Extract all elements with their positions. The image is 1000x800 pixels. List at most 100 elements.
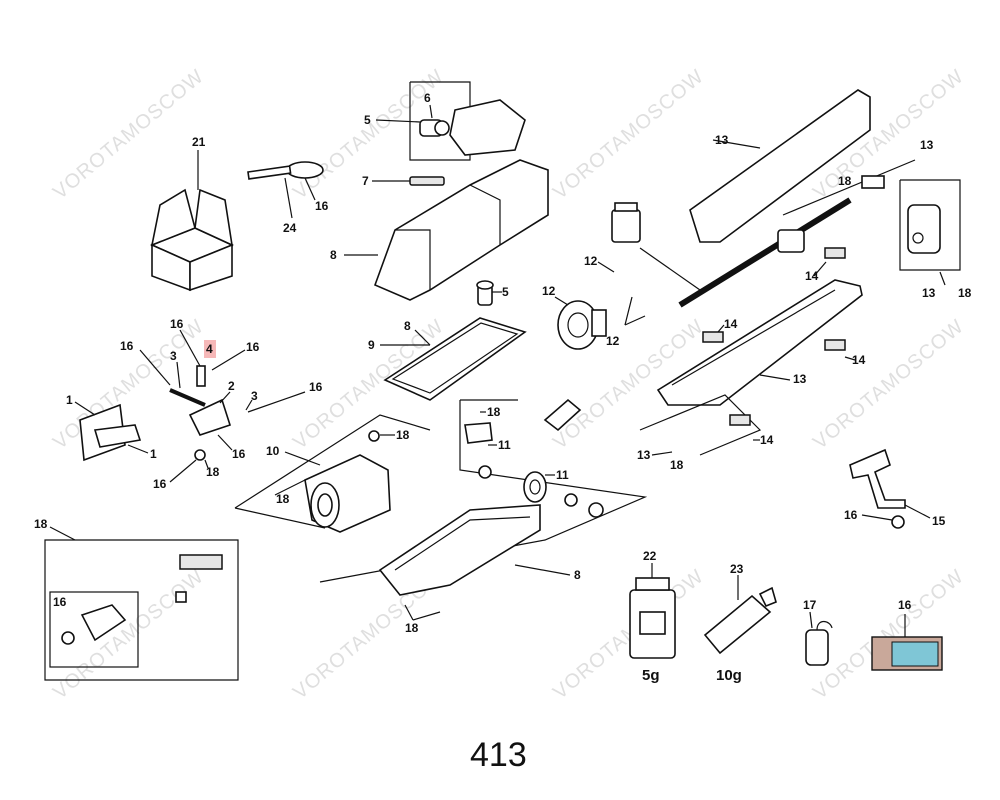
callout-18: 18 [838, 174, 852, 188]
callout-1: 1 [66, 393, 73, 407]
part-8-main-cover [373, 159, 549, 301]
callout-14: 14 [805, 269, 819, 283]
callout-18: 18 [396, 428, 410, 442]
callout-18: 18 [276, 492, 290, 506]
callout-13: 13 [715, 133, 729, 147]
callout-16: 16 [53, 595, 67, 609]
callout-22: 22 [643, 549, 657, 563]
callout-10: 10 [266, 444, 280, 458]
plate-line-10 [234, 414, 431, 509]
callout-18: 18 [958, 286, 972, 300]
washer [891, 515, 905, 529]
grease-tube-qty: 10g [716, 667, 742, 684]
part-9-gasket [383, 317, 527, 401]
callout-24: 24 [283, 221, 297, 235]
callout-14: 14 [852, 353, 866, 367]
callout-13: 13 [793, 372, 807, 386]
bearing [478, 465, 492, 479]
part-13-end-cap [907, 204, 941, 254]
part-8-base-housing [378, 504, 541, 596]
watermark: VOROTAMOSCOW VOROTAMOSCOW VOROTAMOSCOW V… [49, 65, 968, 704]
callout-16: 16 [232, 447, 246, 461]
part-10-motor [304, 454, 391, 533]
bearing [564, 493, 578, 507]
part-11-gear [523, 471, 547, 503]
part-15-front-bracket [849, 448, 906, 509]
callout-13: 13 [637, 448, 651, 462]
part-4-bolt [196, 365, 206, 387]
part-18-bracket [861, 175, 885, 189]
part-5-release-cover [449, 99, 526, 156]
callout-13: 13 [920, 138, 934, 152]
part-16-junction-box [61, 604, 127, 645]
screw [368, 430, 380, 442]
callout-16: 16 [844, 508, 858, 522]
callout-6: 6 [424, 91, 431, 105]
part-14-block [824, 247, 846, 259]
bearing [588, 502, 604, 518]
callout-2: 2 [228, 379, 235, 393]
callout-15: 15 [932, 514, 946, 528]
part-1-rear-bracket [79, 403, 142, 462]
callout-16: 16 [898, 598, 912, 612]
plate-line-10 [234, 507, 326, 529]
part-23-grease-tube [703, 586, 777, 655]
part-16-control-board [871, 636, 943, 671]
plate-line-13b [639, 394, 762, 456]
callout-12: 12 [542, 284, 556, 298]
highlight-box [204, 340, 216, 358]
grease-jar-qty: 5g [642, 667, 660, 684]
part-2-fork [188, 398, 232, 436]
callout-4-highlighted: 4 [206, 342, 213, 356]
inner-box-16 [49, 591, 139, 668]
part-24-key [247, 161, 324, 180]
part-6-lock-cylinder [419, 119, 450, 137]
watermark-text: VOROTAMOSCOW [49, 65, 208, 204]
callout-18: 18 [34, 517, 48, 531]
bracket-box-13 [899, 179, 961, 271]
part-7-terminal-strip [409, 176, 445, 186]
callout-12: 12 [606, 334, 620, 348]
callout-13: 13 [922, 286, 936, 300]
part-17-capacitor [805, 620, 833, 666]
part-12-worm-gear [557, 300, 607, 350]
part-grease-tube-small [543, 398, 582, 432]
part-13-track-cover [689, 89, 871, 243]
page-number: 413 [470, 736, 527, 774]
part-13-screw-shaft [678, 197, 852, 308]
callout-18: 18 [405, 621, 419, 635]
watermark-text: VOROTAMOSCOW [549, 565, 708, 704]
callout-8: 8 [404, 319, 411, 333]
part-11-bracket [464, 422, 493, 444]
part-13-track-base [656, 279, 863, 406]
callout-14: 14 [760, 433, 774, 447]
part-18-terminal-block [175, 554, 223, 603]
callout-16: 16 [246, 340, 260, 354]
callout-9: 9 [368, 338, 375, 352]
watermark-text: VOROTAMOSCOW [809, 315, 968, 454]
callout-12: 12 [584, 254, 598, 268]
part-14-block [702, 331, 724, 343]
part-5-release-pin [476, 280, 494, 306]
callout-17: 17 [803, 598, 817, 612]
part-14-block [824, 339, 846, 351]
callout-8: 8 [574, 568, 581, 582]
watermark-text: VOROTAMOSCOW [809, 565, 968, 704]
callout-1: 1 [150, 447, 157, 461]
callout-16: 16 [170, 317, 184, 331]
part-22-grease-jar [629, 577, 676, 659]
callout-16: 16 [153, 477, 167, 491]
callout-5: 5 [364, 113, 371, 127]
callout-3: 3 [170, 349, 177, 363]
watermark-text: VOROTAMOSCOW [549, 65, 708, 204]
callout-3: 3 [251, 389, 258, 403]
callout-16: 16 [120, 339, 134, 353]
plate-line-13 [782, 159, 916, 216]
callout-18: 18 [206, 465, 220, 479]
callout-23: 23 [730, 562, 744, 576]
nut [194, 449, 206, 461]
callout-16: 16 [309, 380, 323, 394]
callout-21: 21 [192, 135, 206, 149]
part-14-block [729, 414, 751, 426]
